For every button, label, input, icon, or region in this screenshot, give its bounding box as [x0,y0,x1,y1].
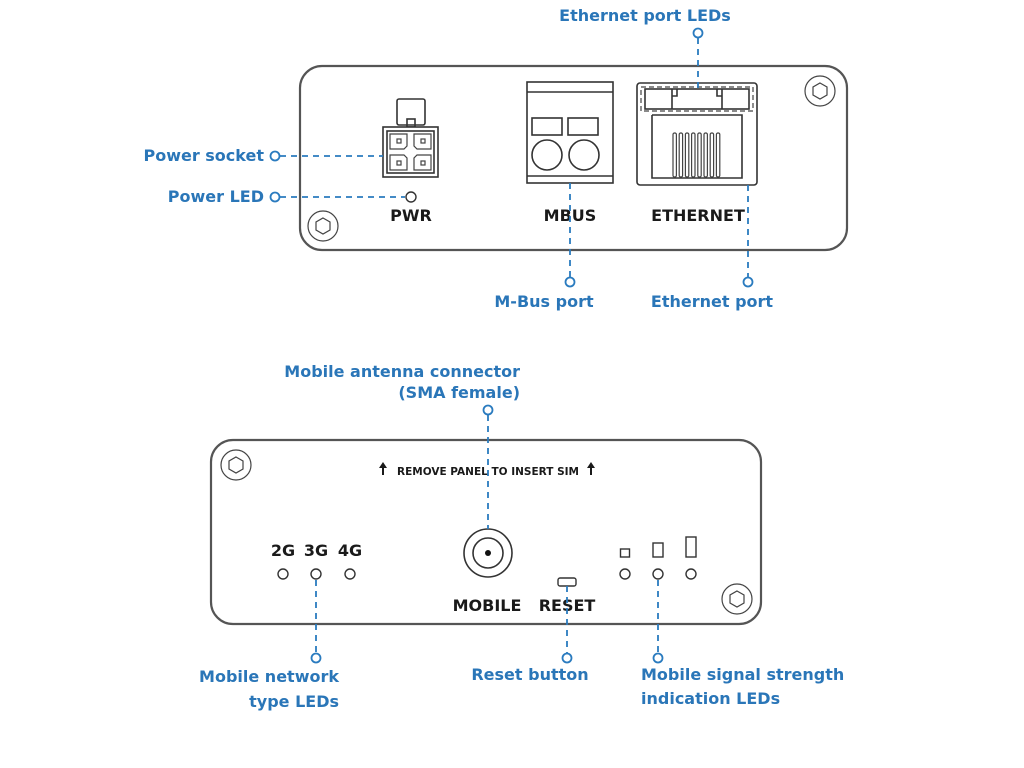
leader-antenna [482,404,494,529]
mobile-label: MOBILE [453,596,522,615]
leader-mbus-port [564,183,576,288]
screw-icon [721,583,753,615]
callout-signal-line1: Mobile signal strength [641,665,844,684]
callout-ethernet-port: Ethernet port [651,292,774,311]
callout-mbus-port: M-Bus port [494,292,594,311]
callout-reset-button: Reset button [471,665,588,684]
power-led [405,191,417,203]
net-3g-label: 3G [304,541,328,560]
leader-power-socket [269,150,383,162]
signal-bar-icon [619,548,631,558]
top-panel-outline [298,64,849,252]
arrow-up-icon [379,462,387,475]
callout-power-socket: Power socket [143,146,264,165]
screw-icon [220,449,252,481]
callout-ethernet-port-leds: Ethernet port LEDs [559,6,731,25]
signal-bars [619,536,697,580]
signal-bar-icon [652,542,664,558]
leader-network-leds [310,580,322,664]
bottom-panel: REMOVE PANEL TO INSERT SIM 2G 3G 4G MOBI… [199,362,844,711]
ethernet-pin [703,132,709,178]
callout-network-line2: type LEDs [249,692,339,711]
reset-label: RESET [539,596,596,615]
ethernet-pin [709,132,715,178]
mbus-label: MBUS [544,206,597,225]
callout-antenna-line1: Mobile antenna connector [284,362,520,381]
callout-antenna-line2: (SMA female) [398,383,520,402]
callout-network-line1: Mobile network [199,667,339,686]
signal-led [619,568,631,580]
led-4g [344,568,356,580]
reset-button [557,577,577,587]
ethernet-pin [684,132,690,178]
arrow-up-icon [587,462,595,475]
net-2g-label: 2G [271,541,295,560]
screw-icon [307,210,339,242]
callout-power-led: Power LED [168,187,264,206]
callout-signal-line2: indication LEDs [641,689,780,708]
ethernet-pins [672,132,721,178]
leader-ethernet-port [742,185,754,288]
ethernet-pin [715,132,721,178]
screw-icon [804,75,836,107]
leader-signal-leds [652,580,664,664]
ethernet-port-icon [636,82,758,186]
power-socket-icon [382,98,439,178]
ethernet-label: ETHERNET [651,206,745,225]
ethernet-pin [690,132,696,178]
signal-led [652,568,664,580]
top-panel: PWR MBUS ETHERNET Ethernet p [143,6,849,311]
leader-ethernet-leds [692,27,704,93]
ethernet-pin [697,132,702,178]
leader-power-led [269,191,405,203]
pwr-label: PWR [390,206,432,225]
signal-bar-icon [685,536,697,558]
led-3g [310,568,322,580]
signal-led [685,568,697,580]
led-2g [277,568,289,580]
ethernet-pin [672,132,678,178]
net-4g-label: 4G [338,541,362,560]
leader-reset [561,586,573,664]
ethernet-pin [678,132,684,178]
